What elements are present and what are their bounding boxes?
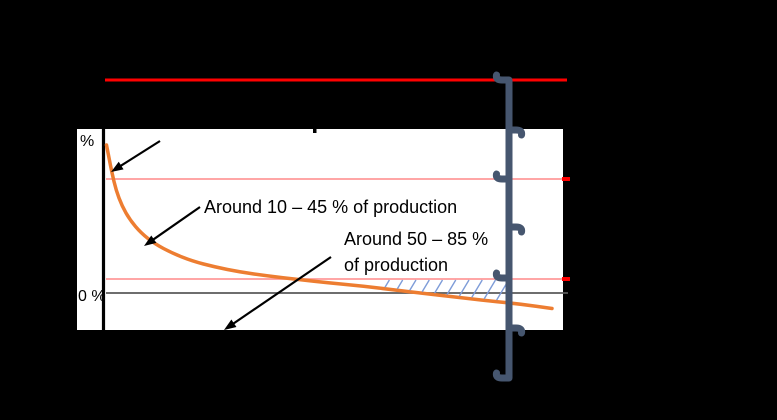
arrow-line xyxy=(149,206,201,243)
hatch-stroke xyxy=(396,279,404,290)
brace-tip xyxy=(505,126,526,139)
annotation-range2-line1: Around 50 – 85 % xyxy=(344,229,489,249)
arrow-head xyxy=(111,161,124,172)
arrow-line xyxy=(117,140,161,169)
brace-hook xyxy=(492,170,513,183)
hatch-stroke xyxy=(458,279,470,297)
brace-hook xyxy=(492,269,513,282)
arrow-head xyxy=(224,319,237,330)
brace-tip xyxy=(505,324,526,337)
hatch-stroke xyxy=(384,279,390,288)
hatch-stroke xyxy=(433,279,444,294)
y-axis-bottom-label: 0 % xyxy=(78,288,106,305)
brace-hook xyxy=(492,71,513,84)
cost-curve xyxy=(104,143,554,311)
hatch-stroke xyxy=(446,279,457,295)
annotation-range2: Around 50 – 85 % of production xyxy=(344,226,488,278)
annotation-range2-line2: of production xyxy=(344,255,449,275)
brace-hook xyxy=(492,369,513,382)
arrow-head xyxy=(144,235,157,246)
hatch-stroke xyxy=(483,279,497,300)
hatch-stroke xyxy=(409,279,417,291)
cropped-text-tick xyxy=(313,128,317,133)
hatch-stroke xyxy=(421,279,430,293)
annotation-range1: Around 10 – 45 % of production xyxy=(204,197,458,217)
plot-area xyxy=(77,129,563,330)
y-axis-top-label: % xyxy=(80,133,95,150)
brace-tip xyxy=(505,223,526,236)
hatch-stroke xyxy=(471,279,483,298)
arrow-line xyxy=(229,256,332,327)
